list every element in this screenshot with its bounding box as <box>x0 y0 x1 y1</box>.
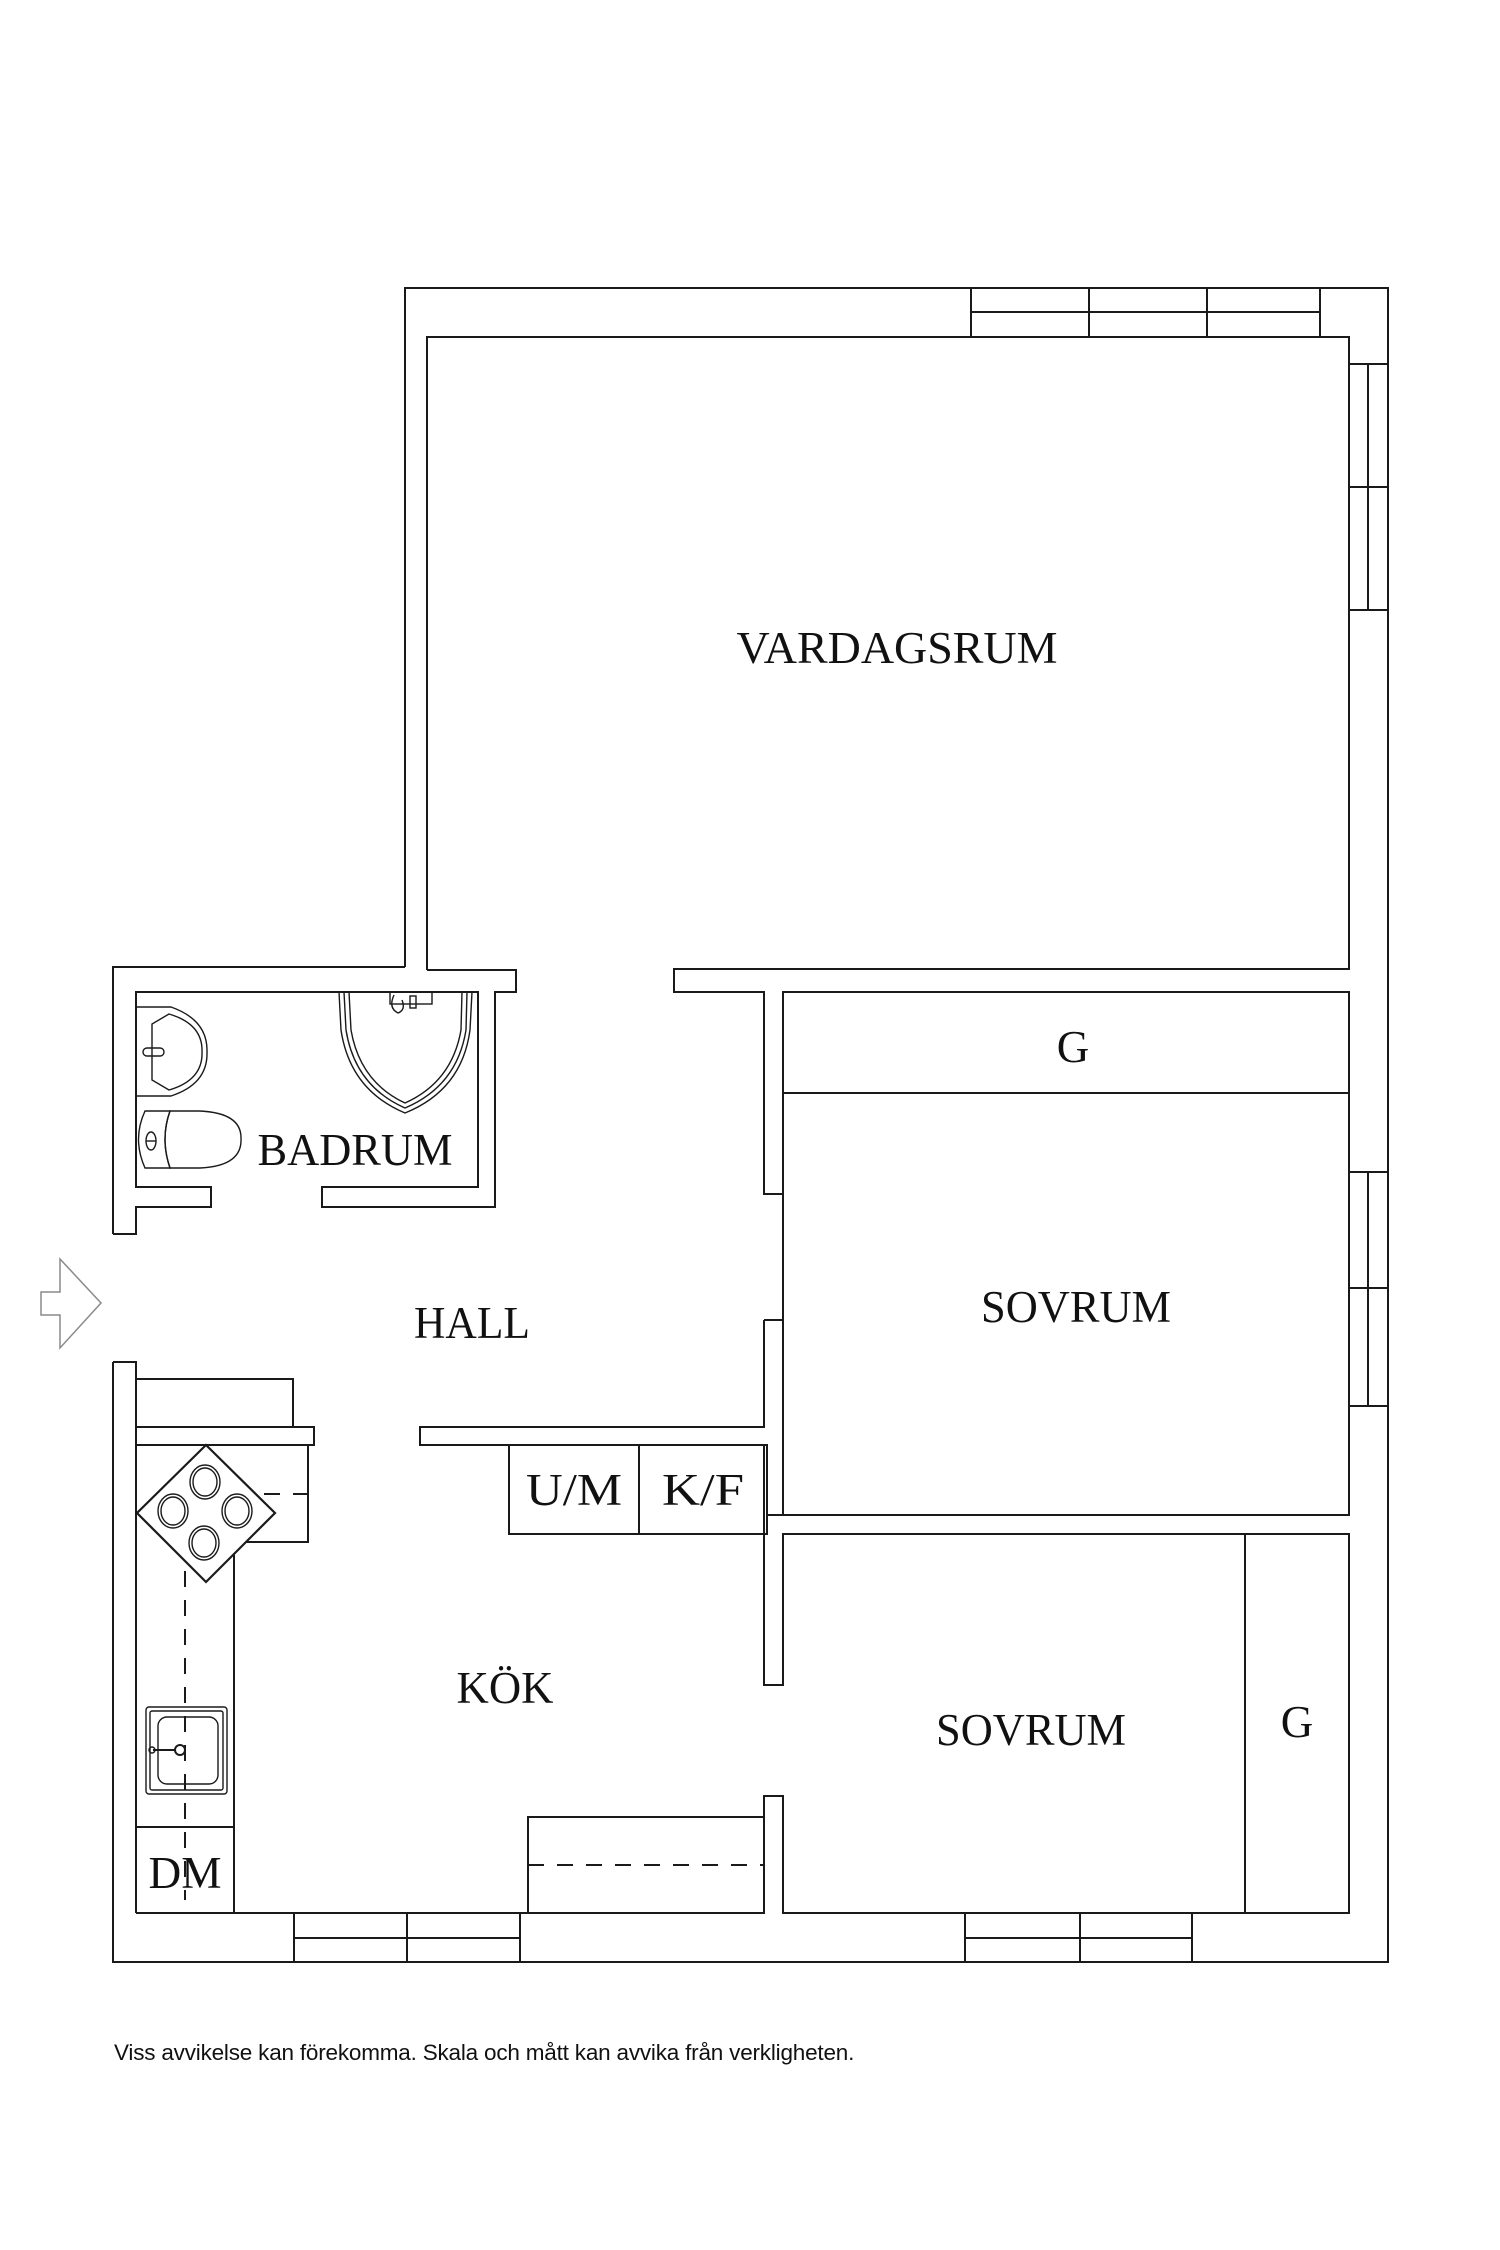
entrance-lower-jamb <box>113 1361 137 1913</box>
hall-kitchen-wall-left <box>136 1426 315 1446</box>
dishwasher-label: DM <box>149 1848 222 1898</box>
washbasin-icon <box>136 1006 208 1097</box>
hall-shelf <box>135 1378 294 1428</box>
toilet-icon <box>137 1110 242 1169</box>
room-label-bathroom: BADRUM <box>258 1125 453 1175</box>
stove-icon <box>135 1443 277 1584</box>
room-label-bedroom-2: SOVRUM <box>936 1705 1126 1755</box>
disclaimer-text: Viss avvikelse kan förekomma. Skala och … <box>114 2040 855 2065</box>
window-icon <box>970 287 1321 338</box>
shower-icon <box>338 991 473 1114</box>
wardrobe-label-2: G <box>1281 1697 1314 1747</box>
wardrobe-2 <box>1244 1533 1350 1914</box>
room-label-living-room: VARDAGSRUM <box>737 623 1058 673</box>
central-wall-upper <box>782 1093 1350 1516</box>
fridge-freezer-box <box>638 1444 768 1535</box>
window-icon <box>964 1912 1193 1963</box>
kitchen-counter <box>136 1444 309 1913</box>
window-icon <box>293 1912 521 1963</box>
outer-wall-outline <box>112 287 1389 1963</box>
room-label-hall: HALL <box>414 1298 530 1348</box>
built-ins <box>135 991 1350 1914</box>
washer-dryer-label: U/M <box>526 1465 622 1515</box>
room-label-kitchen: KÖK <box>457 1663 554 1713</box>
wardrobe-1 <box>782 991 1350 1094</box>
windows <box>293 287 1389 1963</box>
window-icon <box>1348 1171 1389 1407</box>
entrance-arrow-icon <box>40 1257 103 1350</box>
wardrobe-label-1: G <box>1057 1022 1090 1072</box>
kitchen-sink-icon <box>145 1706 228 1795</box>
window-icon <box>1348 363 1389 611</box>
room-label-bedroom-1: SOVRUM <box>981 1282 1171 1332</box>
fridge-freezer-label: K/F <box>662 1465 744 1515</box>
bathroom-top-wall <box>113 969 517 1235</box>
living-room-inner-outline <box>426 336 1350 1195</box>
